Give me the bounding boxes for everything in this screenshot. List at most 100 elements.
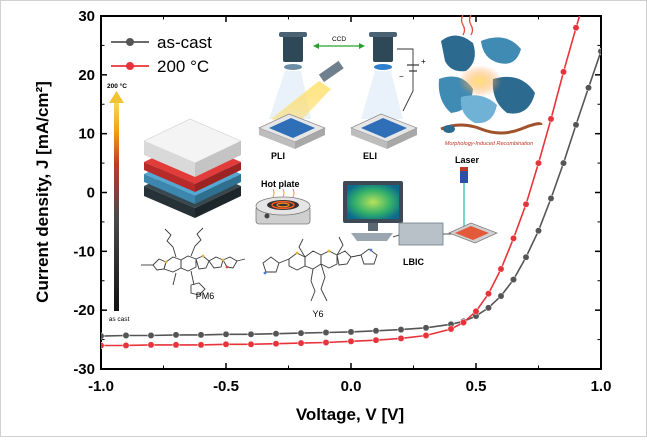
- data-point: [460, 319, 467, 326]
- annealing-gradient-arrow: 200 °C as cast: [107, 82, 129, 323]
- y-tick-label: -30: [73, 361, 95, 378]
- data-point: [422, 324, 430, 332]
- data-point: [147, 341, 155, 349]
- legend-swatch-marker: [126, 62, 134, 70]
- x-tick-label: 1.0: [591, 378, 612, 395]
- data-point: [247, 340, 255, 348]
- data-point: [447, 325, 455, 333]
- data-point: [247, 330, 255, 338]
- y6-label: Y6: [312, 309, 323, 319]
- data-point: [222, 340, 230, 348]
- y-tick-label: 30: [78, 8, 95, 25]
- data-point: [101, 332, 105, 340]
- plus-label: +: [421, 57, 426, 66]
- data-point: [535, 227, 542, 235]
- data-point: [147, 332, 155, 339]
- data-point: [597, 47, 601, 55]
- data-point: [510, 234, 517, 242]
- x-tick-label: 0.5: [466, 378, 487, 395]
- gradient-bottom-label: as cast: [109, 316, 130, 323]
- y-axis-label: Current density, J [mA/cm²]: [33, 81, 52, 303]
- pli-label: PLI: [271, 151, 285, 161]
- data-point: [497, 292, 505, 300]
- data-point: [297, 339, 305, 347]
- x-tick-labels: -1.0 -0.5 0.0 0.5 1.0: [88, 378, 611, 395]
- y-tick-label: -10: [73, 243, 95, 260]
- data-point: [372, 327, 380, 335]
- data-point: [101, 342, 105, 349]
- legend-entry-label: 200 °C: [157, 57, 209, 76]
- legend-swatch-marker: [126, 38, 134, 46]
- pm6-label: PM6: [196, 291, 215, 301]
- data-point: [485, 290, 492, 298]
- data-point: [572, 121, 580, 129]
- data-point: [272, 340, 280, 348]
- y-tick-label: 0: [87, 185, 95, 202]
- data-point: [347, 328, 355, 336]
- data-point: [372, 336, 380, 344]
- data-point: [122, 342, 130, 349]
- data-point: [322, 339, 330, 346]
- y6-structure-icon: [262, 236, 378, 302]
- device-layer-stack-icon: [143, 118, 242, 218]
- series-line: [101, 16, 581, 347]
- pli-setup-icon: PLI: [258, 32, 344, 161]
- morphology-label: Morphology-Induced Recombination: [445, 141, 533, 147]
- data-point: [560, 159, 567, 167]
- data-point: [510, 276, 517, 284]
- pm6-structure-icon: [141, 227, 246, 296]
- morphology-recombination-icon: Morphology-Induced Recombination: [438, 14, 543, 147]
- x-tick-label: -0.5: [213, 378, 239, 395]
- series-layer: [101, 16, 601, 349]
- data-point: [572, 24, 580, 32]
- y-tick-label: 20: [78, 67, 95, 84]
- data-point: [497, 265, 505, 273]
- data-point: [172, 341, 180, 349]
- data-point: [297, 329, 305, 337]
- data-point: [560, 68, 567, 76]
- ccd-label: CCD: [332, 36, 346, 43]
- data-point: [347, 337, 355, 345]
- ccd-link-arrow: CCD: [313, 36, 365, 49]
- data-point: [272, 330, 280, 338]
- data-point: [585, 84, 592, 92]
- gradient-top-label: 200 °C: [107, 82, 127, 90]
- data-point: [172, 331, 180, 339]
- eli-setup-icon: + − ELI: [350, 32, 426, 161]
- data-point: [522, 253, 530, 261]
- lbic-setup-icon: Laser LBIC: [343, 155, 498, 267]
- data-point: [547, 194, 555, 202]
- series-as-cast: [101, 47, 601, 340]
- legend-entry-label: as-cast: [157, 33, 212, 52]
- series-200-c: [101, 16, 581, 349]
- lbic-label: LBIC: [403, 257, 424, 267]
- y-tick-labels: -30 -20 -10 0 10 20 30: [73, 8, 95, 378]
- y-tick-label: -20: [73, 302, 95, 319]
- minus-label: −: [399, 72, 404, 81]
- data-point: [472, 307, 480, 315]
- hot-plate-icon: Hot plate: [255, 179, 311, 225]
- data-point: [522, 200, 530, 208]
- legend: as-cast 200 °C: [111, 33, 212, 76]
- data-point: [397, 334, 405, 342]
- axis-ticks: [100, 15, 602, 370]
- x-tick-label: 0.0: [341, 378, 362, 395]
- data-point: [197, 341, 205, 349]
- data-point: [535, 159, 542, 167]
- x-axis-label: Voltage, V [V]: [296, 405, 404, 424]
- data-point: [322, 329, 330, 336]
- data-point: [422, 332, 430, 339]
- inset-illustration: 200 °C as cast: [107, 14, 543, 323]
- x-tick-label: -1.0: [88, 378, 114, 395]
- data-point: [397, 326, 405, 334]
- hot-plate-label: Hot plate: [261, 179, 300, 189]
- laser-label: Laser: [455, 155, 480, 165]
- data-point: [122, 332, 130, 339]
- eli-label: ELI: [363, 151, 377, 161]
- data-point: [222, 330, 230, 338]
- data-point: [547, 115, 555, 123]
- y-tick-label: 10: [78, 126, 95, 143]
- data-point: [485, 304, 492, 312]
